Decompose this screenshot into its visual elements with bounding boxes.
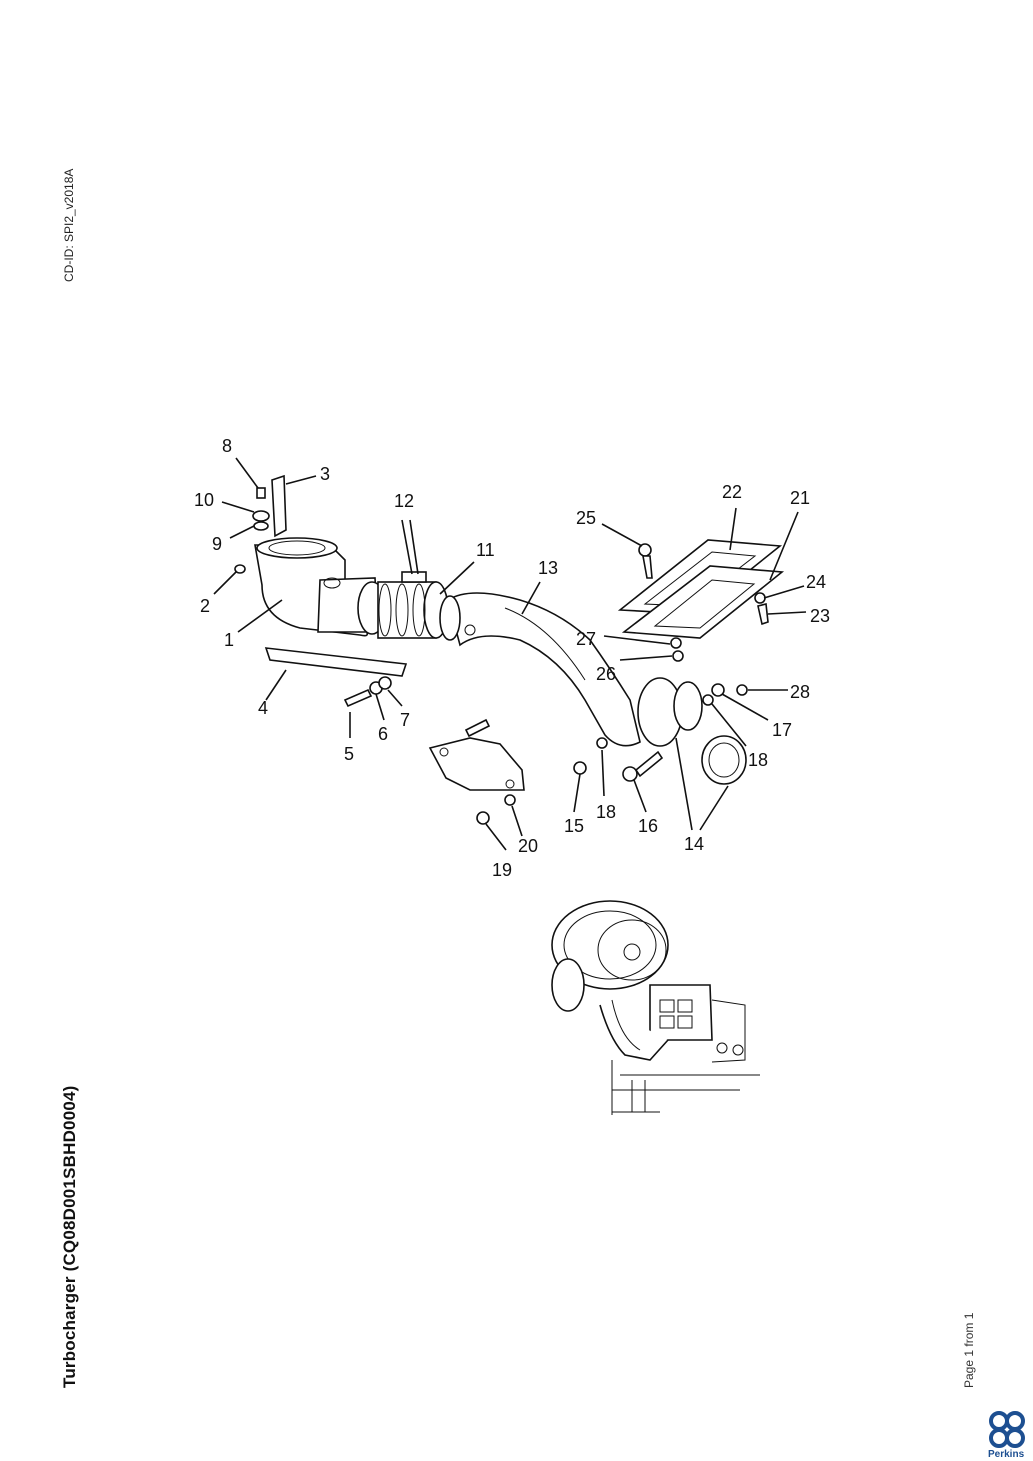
callout-25: 25	[576, 508, 596, 528]
part-bellows-12	[357, 571, 449, 639]
callout-3: 3	[320, 464, 330, 484]
callout-4: 4	[258, 698, 268, 718]
callout-24: 24	[806, 572, 826, 592]
part-pipe-13	[439, 592, 641, 747]
callout-19: 19	[492, 860, 512, 880]
part-bolt-stack-8-10-9	[252, 487, 270, 531]
callout-21: 21	[790, 488, 810, 508]
callout-1: 1	[224, 630, 234, 650]
callout-26: 26	[596, 664, 616, 684]
part-strap-4	[264, 647, 408, 677]
engine-location-thumbnail	[551, 900, 760, 1115]
brand-name: Perkins	[988, 1449, 1025, 1460]
part-gaskets-21-22	[617, 539, 785, 639]
callout-15: 15	[564, 816, 584, 836]
callout-22: 22	[722, 482, 742, 502]
callout-18-upper: 18	[748, 750, 768, 770]
part-small-fasteners	[464, 543, 769, 825]
callout-11: 11	[476, 540, 495, 560]
callout-5: 5	[344, 744, 354, 764]
callout-23: 23	[810, 606, 830, 626]
callout-7: 7	[400, 710, 410, 730]
callout-20: 20	[518, 836, 538, 856]
callout-9: 9	[212, 534, 222, 554]
callout-10: 10	[194, 490, 214, 510]
callout-17: 17	[772, 720, 792, 740]
callout-14: 14	[684, 834, 704, 854]
part-bracket-20	[428, 737, 525, 791]
leader-lines	[213, 457, 807, 851]
callout-8: 8	[222, 436, 232, 456]
perkins-logo	[989, 1411, 1025, 1448]
callout-16: 16	[638, 816, 658, 836]
part-bracket-3	[271, 474, 287, 538]
callout-28: 28	[790, 682, 810, 702]
callout-18-lower: 18	[596, 802, 616, 822]
callout-12: 12	[394, 491, 414, 511]
callout-6: 6	[378, 724, 388, 744]
part-plug-2	[234, 564, 246, 574]
callout-27: 27	[576, 629, 596, 649]
part-bolt-5-6-7	[343, 676, 392, 708]
callout-13: 13	[538, 558, 558, 578]
part-flange-14	[637, 677, 747, 785]
callout-2: 2	[200, 596, 210, 616]
callout-labels: 8 3 10 9 2 1 4 5 6 7 12 11 13 15 18 16 1…	[194, 436, 830, 880]
